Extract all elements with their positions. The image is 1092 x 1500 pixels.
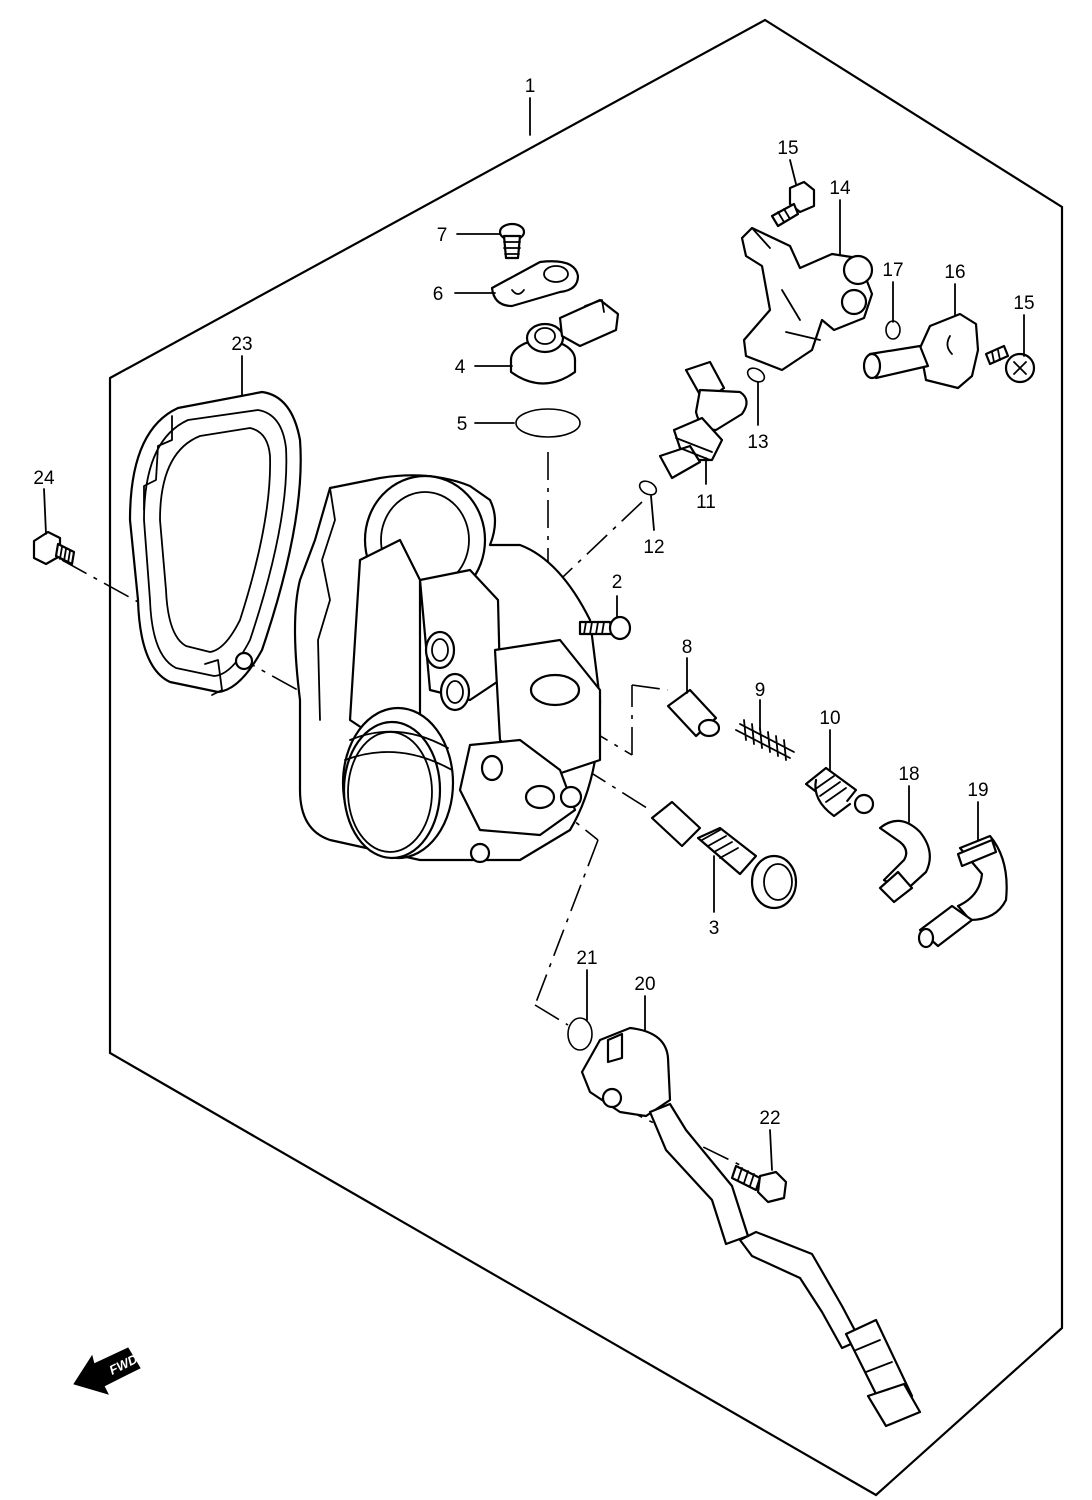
part-19-elbow-hose — [917, 834, 1008, 949]
callout-13: 13 — [747, 432, 768, 453]
callout-24: 24 — [33, 468, 55, 489]
fwd-direction-arrow: FWD — [73, 1347, 141, 1395]
part-12-o-ring — [638, 480, 658, 496]
callout-21: 21 — [576, 948, 597, 969]
part-6-plate — [490, 260, 580, 308]
part-17-o-ring — [885, 320, 901, 340]
part-18-hose — [878, 819, 931, 904]
part-10-fitting — [804, 766, 875, 818]
callout-17: 17 — [882, 260, 903, 281]
part-24-bolt — [32, 530, 76, 566]
callout-4: 4 — [455, 357, 466, 378]
part-20-sensor-harness — [580, 1026, 922, 1428]
callout-6: 6 — [433, 284, 444, 305]
callout-15-right: 15 — [1013, 293, 1034, 314]
assembly-frame — [108, 18, 1064, 1497]
callout-14: 14 — [829, 178, 851, 199]
callout-16: 16 — [944, 262, 965, 283]
callout-15-upper: 15 — [777, 138, 798, 159]
callout-23: 23 — [231, 334, 252, 355]
part-9-spring — [735, 719, 795, 761]
part-16-sensor — [862, 312, 980, 390]
callout-20: 20 — [634, 974, 655, 995]
leader-lines — [43, 97, 1025, 1171]
part-23-cover — [128, 390, 302, 696]
part-13-o-ring — [746, 367, 766, 383]
part-14-bracket — [740, 226, 874, 372]
part-15-bolt-right — [984, 344, 1036, 384]
callout-19: 19 — [967, 780, 988, 801]
callout-7: 7 — [437, 225, 448, 246]
part-21-o-ring — [567, 1017, 593, 1051]
callout-11: 11 — [696, 492, 716, 513]
callout-numbers: 1 2 3 4 5 6 7 8 9 10 11 12 13 14 15 15 1… — [33, 76, 1034, 1129]
callout-18: 18 — [898, 764, 919, 785]
callout-1: 1 — [525, 76, 536, 97]
throttle-body — [293, 474, 602, 864]
callout-22: 22 — [759, 1108, 780, 1129]
callout-10: 10 — [819, 708, 840, 729]
part-4-sensor — [509, 298, 620, 385]
callout-8: 8 — [682, 637, 693, 658]
part-7-screw — [498, 222, 526, 260]
part-15-bolt-upper — [770, 180, 816, 228]
part-11-injector — [658, 360, 748, 480]
part-3-adjusting-screw — [650, 800, 798, 910]
part-2-screw — [578, 615, 632, 641]
part-8-pin — [666, 688, 721, 738]
callout-2: 2 — [612, 572, 623, 593]
part-22-bolt — [730, 1164, 788, 1204]
callout-3: 3 — [709, 918, 720, 939]
callout-5: 5 — [457, 414, 468, 435]
callout-12: 12 — [643, 537, 664, 558]
callout-9: 9 — [755, 680, 766, 701]
part-5-o-ring — [515, 408, 581, 438]
